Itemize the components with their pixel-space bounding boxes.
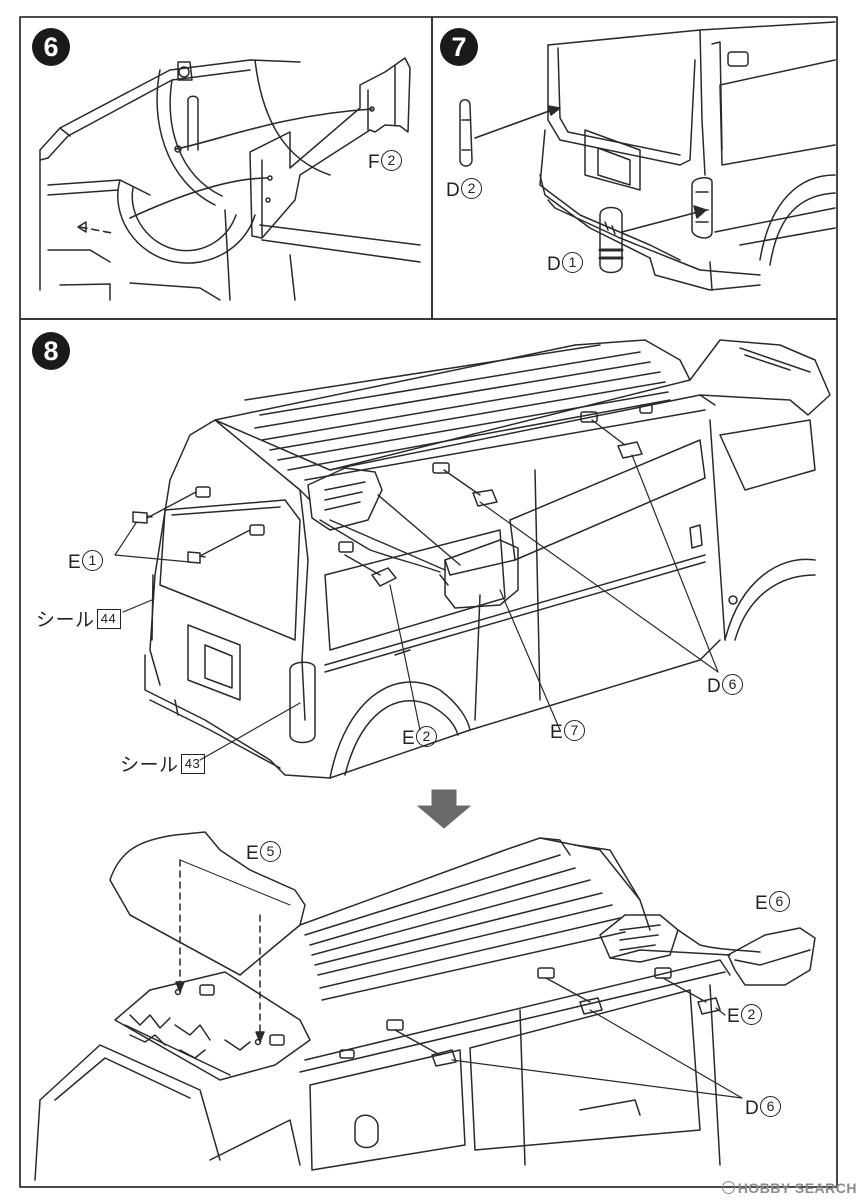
step7-drawing [459,21,836,291]
step-number-6: 6 [32,28,70,66]
watermark: HOBBY SEARCH [721,1180,857,1196]
step8-roof-drawing [34,831,816,1181]
watermark-logo-icon [721,1181,735,1194]
panel-frames [19,16,838,1188]
down-arrow [417,789,471,829]
step-number-7: 7 [440,28,478,66]
step6-drawing [39,57,421,301]
step8-van-drawing [114,339,831,779]
step-number-8: 8 [32,332,70,370]
